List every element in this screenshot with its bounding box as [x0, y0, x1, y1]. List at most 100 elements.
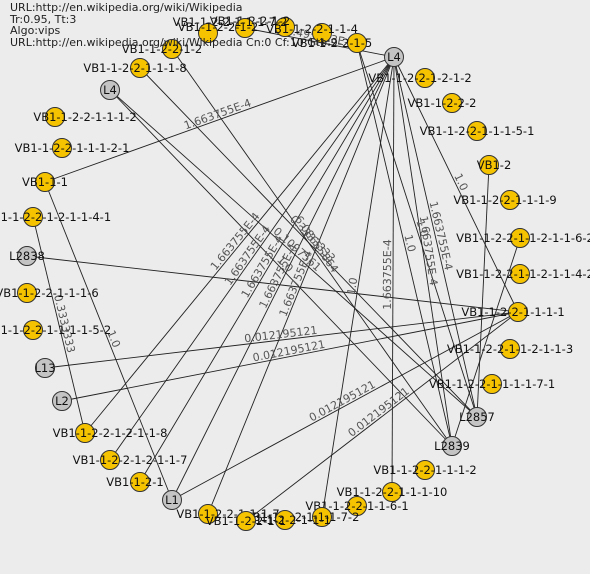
node-circle[interactable]: [198, 504, 218, 524]
block-node[interactable]: VB1-1-2-1: [106, 472, 164, 492]
node-circle[interactable]: [482, 374, 502, 394]
block-node[interactable]: VB1-1-2-2-1-1-1-1: [461, 302, 565, 322]
block-node[interactable]: VB1-1-2-2-1-2-1-1-4-1: [0, 207, 111, 227]
url-params-line: URL:http://en.wikipedia.org/wiki/Wikiped…: [10, 35, 338, 49]
node-circle[interactable]: [130, 58, 150, 78]
node-circle[interactable]: [45, 107, 65, 127]
node-circle[interactable]: [312, 23, 332, 43]
node-circle[interactable]: [162, 39, 182, 59]
node-label: L4: [103, 83, 117, 97]
node-label: VB1-1-2-2-1-1-1-2-1: [15, 141, 130, 155]
node-circle[interactable]: [508, 302, 528, 322]
node-circle[interactable]: [75, 423, 95, 443]
edge-weight-label: 1.663755E-4: [381, 239, 394, 309]
node-circle[interactable]: [17, 246, 37, 266]
edge: [84, 56, 395, 434]
block-node[interactable]: VB1-1-2-2-1-2: [178, 20, 258, 43]
node-circle[interactable]: [17, 283, 37, 303]
node-circle[interactable]: [467, 121, 487, 141]
block-node[interactable]: VB1-1-2-2-1-5: [292, 33, 372, 53]
node-circle[interactable]: [130, 472, 150, 492]
node-circle[interactable]: [275, 17, 295, 37]
leaf-node[interactable]: L2839: [434, 436, 470, 456]
node-circle[interactable]: [510, 228, 530, 248]
node-circle[interactable]: [35, 172, 55, 192]
node-circle[interactable]: [415, 68, 435, 88]
block-node[interactable]: VB1-2: [477, 155, 512, 175]
node-circle[interactable]: [312, 507, 332, 527]
block-node[interactable]: VB1-1-2-2-1-1-1-2: [373, 460, 477, 480]
node-label: VB1-2: [477, 158, 512, 172]
node-label: VB1-1-2-2-1-1-1-2: [373, 463, 476, 477]
block-node[interactable]: VB1-1-1: [22, 172, 68, 192]
node-circle[interactable]: [198, 23, 218, 43]
block-node[interactable]: VB1-1-2-2-1-2: [122, 39, 202, 59]
node-circle[interactable]: [23, 207, 43, 227]
block-node[interactable]: VB1-1-2-2-1-1-1-2: [33, 107, 137, 127]
node-circle[interactable]: [236, 511, 256, 531]
node-circle[interactable]: [384, 47, 404, 67]
leaf-node[interactable]: L1: [162, 490, 182, 510]
node-circle[interactable]: [275, 510, 295, 530]
block-node[interactable]: VB1-1-2-2-1-1-1-7-2: [173, 15, 288, 38]
node-circle[interactable]: [442, 93, 462, 113]
block-node[interactable]: VB1-1-2-2-1-1-1-6: [0, 283, 99, 303]
block-node[interactable]: VB1-1-2-2-1-1: [206, 511, 286, 531]
threshold-line: Tr:0.95, Tt:3: [10, 12, 77, 26]
node-circle[interactable]: [347, 33, 367, 53]
node-circle[interactable]: [479, 155, 499, 175]
node-circle[interactable]: [500, 339, 520, 359]
block-node[interactable]: VB1-1-2-2-1-2-1-1-8: [53, 423, 168, 443]
block-node[interactable]: VB1-1-2-2-1-1-1-2-1: [15, 138, 130, 158]
block-node[interactable]: VB1-1-2-2-1-1-4: [266, 22, 358, 43]
leaf-node[interactable]: L2857: [459, 407, 495, 427]
node-circle[interactable]: [100, 80, 120, 100]
node-label: VB1-1-1: [22, 175, 68, 189]
leaf-node[interactable]: L2: [52, 391, 72, 411]
node-circle[interactable]: [442, 436, 462, 456]
node-circle[interactable]: [347, 496, 367, 516]
node-circle[interactable]: [23, 320, 43, 340]
edge: [245, 311, 519, 522]
node-circle[interactable]: [52, 391, 72, 411]
block-node[interactable]: VB1-1-2-2-1-1-1-1-7-1: [429, 374, 555, 394]
edge-weight-label: 1.0: [451, 171, 470, 192]
block-node[interactable]: VB1-1-2-2-2: [408, 93, 477, 113]
node-circle[interactable]: [235, 18, 255, 38]
node-circle[interactable]: [415, 460, 435, 480]
node-circle[interactable]: [510, 264, 530, 284]
node-label: VB1-1-2-2-1-1-4: [266, 22, 358, 36]
block-node[interactable]: VB1-1-2-2-1-2-1-2: [368, 68, 472, 88]
edge: [391, 56, 395, 493]
node-circle[interactable]: [162, 490, 182, 510]
node-label: VB1-1-2-2-1-1-6-1: [305, 499, 408, 513]
block-node[interactable]: VB1-1-2-2-1-1-6-1: [305, 496, 409, 516]
leaf-node[interactable]: L4: [384, 47, 404, 67]
leaf-node[interactable]: L13: [34, 358, 56, 378]
block-node[interactable]: VB1-1-2-2-1-1-2-1-1-4-2: [456, 264, 590, 284]
block-node[interactable]: VB1-1-2-2-1-1-1-8: [83, 58, 187, 78]
block-node[interactable]: VB1-1-2-2-1-1-1-5-1: [420, 121, 535, 141]
node-circle[interactable]: [35, 358, 55, 378]
node-circle[interactable]: [467, 407, 487, 427]
edge: [207, 56, 395, 515]
block-node[interactable]: VB1-1-2-2-1-1-1-7-2: [245, 507, 360, 527]
block-node[interactable]: VB1-1-2-2-1-1-1-9: [453, 190, 557, 210]
node-circle[interactable]: [100, 450, 120, 470]
edge: [321, 56, 395, 518]
block-node[interactable]: VB1-1-2-2-1-1-1-10: [337, 482, 448, 502]
node-circle[interactable]: [382, 482, 402, 502]
node-label: VB1-1-2-2-1-1-1-2: [33, 110, 136, 124]
block-node[interactable]: VB1-1-2-2-1-1-1: [239, 510, 331, 530]
edge: [61, 311, 519, 402]
node-circle[interactable]: [500, 190, 520, 210]
node-circle[interactable]: [52, 138, 72, 158]
block-node[interactable]: VB1-1-2-2-1-1-1-1-5-2: [0, 320, 111, 340]
edge: [171, 48, 453, 447]
block-node[interactable]: VB1-1-2-2-1-1-2-1-1-6-2: [456, 228, 590, 248]
leaf-node[interactable]: L4: [100, 80, 120, 100]
leaf-node[interactable]: L2838: [9, 246, 45, 266]
block-node[interactable]: VB1-1-2-2-1-1-2-1-1-3: [447, 339, 573, 359]
block-node[interactable]: VB1-1-2-2-1-2-1-1-7: [73, 450, 188, 470]
